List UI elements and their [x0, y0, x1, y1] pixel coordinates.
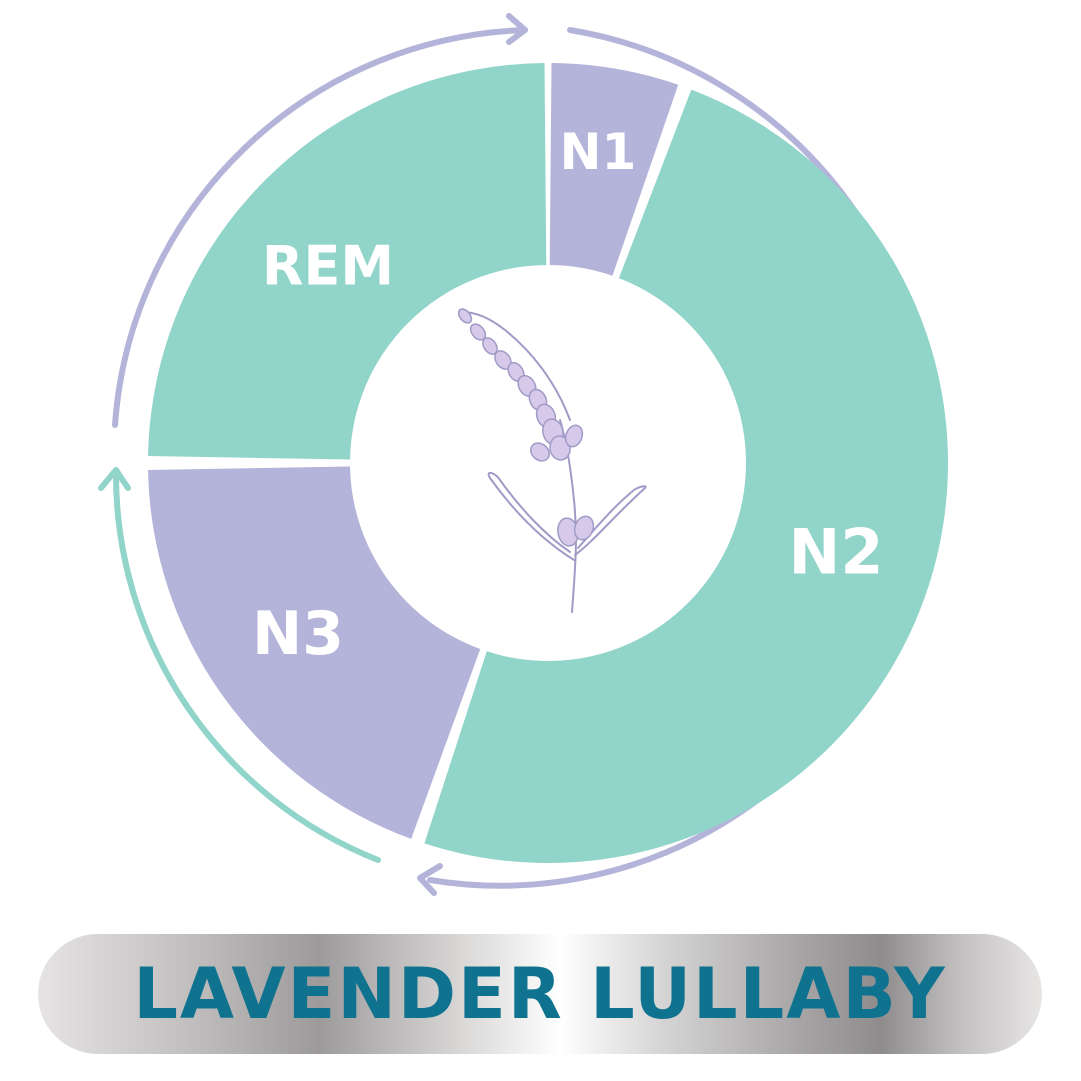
- segment-label-n2: N2: [788, 516, 883, 589]
- arrowhead-top: [506, 13, 528, 45]
- banner-title: LAVENDER LULLABY: [133, 953, 947, 1035]
- title-banner: LAVENDER LULLABY: [38, 934, 1042, 1054]
- segment-label-n1: N1: [560, 123, 637, 181]
- sleep-stage-ring: [148, 63, 948, 864]
- arrowhead-bottom: [417, 863, 443, 896]
- segment-n3: [148, 466, 481, 839]
- segment-label-rem: REM: [262, 235, 394, 298]
- cycle-arrow-bottom-left: [112, 469, 381, 863]
- segment-labels: N1 N2 N3 REM: [252, 123, 884, 669]
- segment-n2: [424, 89, 948, 864]
- segment-rem: [148, 63, 547, 460]
- segment-n1: [549, 63, 679, 276]
- lavender-sprig-icon: [457, 308, 647, 613]
- arrowhead-left: [98, 467, 131, 491]
- cycle-arrow-top-left: [112, 27, 528, 428]
- segment-label-n3: N3: [252, 599, 344, 669]
